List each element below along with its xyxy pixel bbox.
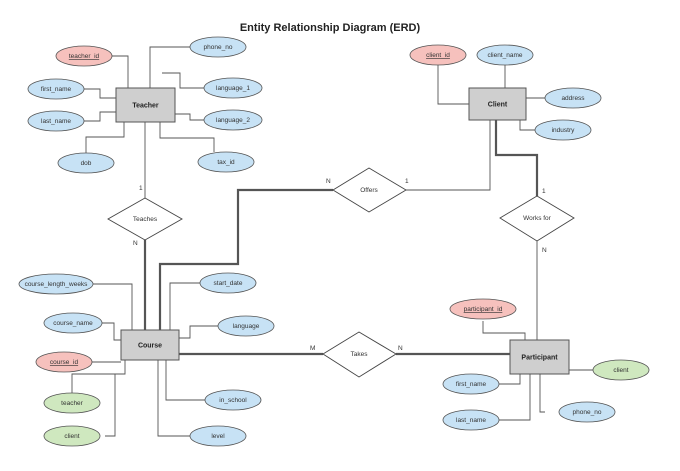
cardinalities: 1 N N 1 1 N M N: [133, 178, 547, 352]
relationship-takes-label: Takes: [351, 351, 369, 358]
attribute-dob[interactable]: dob: [57, 152, 115, 174]
attribute-language-1-label: language_1: [216, 85, 250, 92]
attribute-industry-label: industry: [552, 127, 576, 134]
entity-teacher-label: Teacher: [132, 103, 159, 110]
attribute-participant-id-label: participant_id: [464, 306, 503, 313]
attribute-teacher-phone-no[interactable]: phone_no: [189, 36, 247, 58]
relationship-teaches[interactable]: Teaches: [107, 197, 183, 241]
attribute-start-date-label: start_date: [214, 280, 243, 287]
cardinality-offers-client: 1: [405, 178, 409, 185]
attribute-client-name[interactable]: client_name: [476, 44, 534, 66]
attribute-first-name-label: first_name: [41, 86, 72, 93]
attribute-course-id-label: course_id: [50, 359, 79, 366]
attribute-client-id-label: client_id: [426, 52, 450, 59]
attribute-course-teacher[interactable]: teacher: [43, 392, 101, 414]
attribute-language[interactable]: language: [217, 315, 275, 337]
entity-client-label: Client: [488, 102, 508, 109]
cardinality-takes-course: M: [310, 345, 315, 352]
attribute-participant-first-name-label: first_name: [456, 381, 487, 388]
attribute-course-name-label: course_name: [53, 320, 93, 327]
cardinality-takes-participant: N: [398, 345, 403, 352]
attribute-first-name[interactable]: first_name: [27, 78, 85, 100]
attribute-address-label: address: [561, 95, 585, 102]
attribute-in-school[interactable]: in_school: [204, 389, 262, 411]
attribute-level[interactable]: level: [189, 425, 247, 447]
attribute-start-date[interactable]: start_date: [199, 272, 257, 294]
attribute-participant-client-label: client: [613, 367, 628, 374]
entity-participant-label: Participant: [521, 355, 558, 362]
entity-course[interactable]: Course: [120, 329, 180, 361]
attribute-participant-id[interactable]: participant_id: [449, 298, 517, 320]
attribute-participant-phone-no[interactable]: phone_no: [558, 401, 616, 423]
relationship-offers[interactable]: Offers: [332, 167, 407, 213]
relationship-offers-label: Offers: [360, 187, 378, 194]
attribute-tax-id-label: tax_id: [217, 159, 235, 166]
attribute-address[interactable]: address: [544, 87, 602, 109]
attribute-in-school-label: in_school: [219, 397, 247, 404]
entity-participant[interactable]: Participant: [509, 339, 570, 375]
attribute-course-teacher-label: teacher: [61, 400, 84, 407]
attribute-client-name-label: client_name: [487, 52, 522, 59]
attribute-participant-client[interactable]: client: [592, 359, 650, 381]
attribute-client-id[interactable]: client_id: [409, 44, 467, 66]
entity-client[interactable]: Client: [468, 87, 527, 121]
relationship-teaches-label: Teaches: [133, 216, 158, 223]
attribute-course-length-weeks[interactable]: course_length_weeks: [18, 273, 94, 295]
cardinality-offers-course: N: [326, 178, 331, 185]
attribute-course-name[interactable]: course_name: [43, 312, 103, 334]
cardinality-works-for-participant: N: [542, 247, 547, 254]
attribute-dob-label: dob: [81, 160, 92, 167]
attribute-level-label: level: [211, 433, 225, 440]
cardinality-teaches-course: N: [133, 240, 138, 247]
attribute-course-id[interactable]: course_id: [35, 351, 93, 373]
attribute-teacher-id[interactable]: teacher_id: [55, 45, 113, 67]
relationship-works-for-label: Works for: [523, 215, 552, 222]
attribute-teacher-id-label: teacher_id: [69, 53, 100, 60]
attribute-participant-last-name-label: last_name: [456, 417, 486, 424]
attribute-industry[interactable]: industry: [534, 119, 592, 141]
attribute-participant-phone-no-label: phone_no: [573, 409, 602, 416]
attribute-last-name-label: last_name: [41, 118, 71, 125]
attribute-participant-first-name[interactable]: first_name: [442, 373, 500, 395]
entity-teacher[interactable]: Teacher: [115, 87, 176, 123]
relationship-takes[interactable]: Takes: [322, 331, 397, 378]
attribute-language-1[interactable]: language_1: [203, 77, 263, 99]
attribute-course-length-weeks-label: course_length_weeks: [25, 281, 89, 288]
attribute-participant-last-name[interactable]: last_name: [442, 409, 500, 431]
diagram-title: Entity Relationship Diagram (ERD): [240, 22, 421, 34]
attribute-tax-id[interactable]: tax_id: [197, 151, 255, 173]
attribute-language-2[interactable]: language_2: [203, 109, 263, 131]
relationship-works-for[interactable]: Works for: [499, 195, 575, 242]
attribute-teacher-phone-no-label: phone_no: [204, 44, 233, 51]
cardinality-works-for-client: 1: [542, 188, 546, 195]
attribute-language-2-label: language_2: [216, 117, 250, 124]
connectors: [68, 46, 593, 437]
entity-course-label: Course: [138, 343, 162, 350]
attribute-course-client[interactable]: client: [43, 425, 101, 447]
attribute-course-client-label: client: [64, 433, 79, 440]
attribute-language-label: language: [233, 323, 260, 330]
cardinality-teaches-teacher: 1: [139, 185, 143, 192]
attribute-last-name[interactable]: last_name: [27, 110, 85, 132]
